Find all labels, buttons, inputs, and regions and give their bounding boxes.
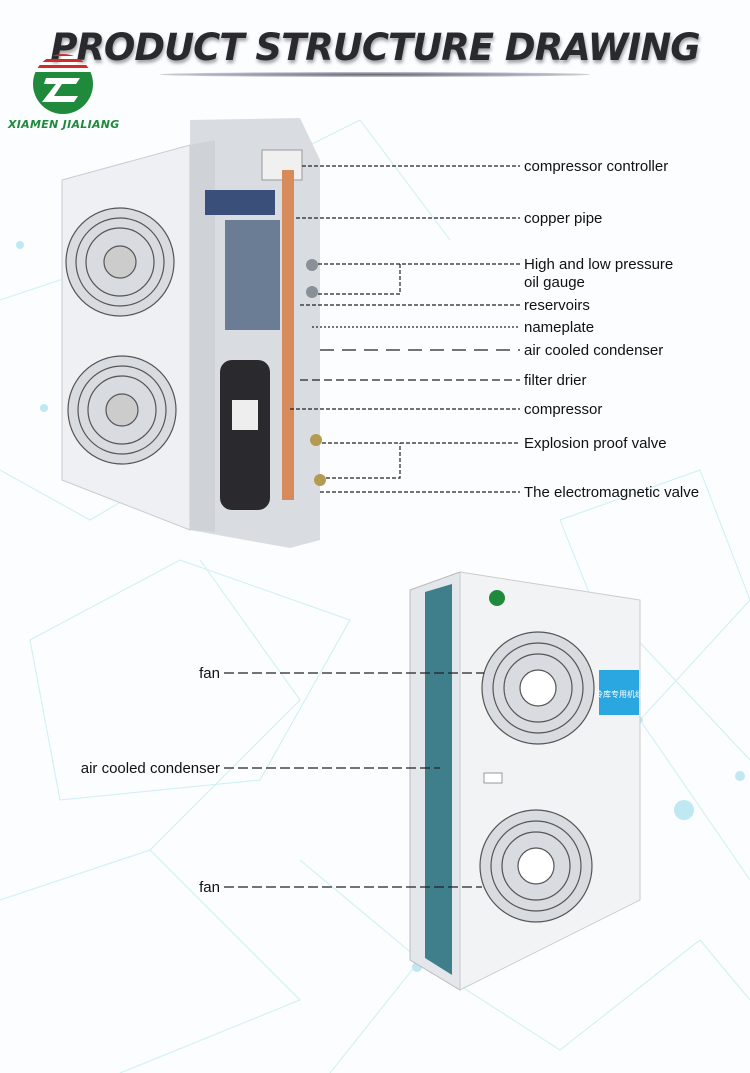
fan-icon xyxy=(65,207,177,465)
title-underline xyxy=(160,72,590,77)
unit-sticker: 冷库专用机组 xyxy=(595,689,643,699)
label-compressor-controller: compressor controller xyxy=(524,158,669,175)
page-title: PRODUCT STRUCTURE DRAWING xyxy=(50,26,700,69)
label-fan-bottom: fan xyxy=(199,879,220,896)
label-electromagnetic-valve: The electromagnetic valve xyxy=(524,484,700,501)
label-filter-drier: filter drier xyxy=(524,372,587,389)
label-fan-top: fan xyxy=(199,665,220,682)
label-air-cooled-condenser: air cooled condenser xyxy=(524,342,664,359)
open-condensing-unit xyxy=(61,118,326,548)
label-reservoirs: reservoirs xyxy=(524,297,590,314)
company-name: XIAMEN JIALIANG xyxy=(8,118,120,131)
label-pressure-gauge: High and low pressure xyxy=(524,256,674,273)
closed-condensing-unit xyxy=(409,571,641,991)
label-air-cooled-condenser-2: air cooled condenser xyxy=(80,760,220,777)
label-copper-pipe: copper pipe xyxy=(524,210,603,227)
label-nameplate: nameplate xyxy=(524,319,595,336)
label-compressor: compressor xyxy=(524,401,603,418)
label-explosion-proof-valve: Explosion proof valve xyxy=(524,435,667,452)
label-pressure-gauge-line2: oil gauge xyxy=(524,274,585,291)
fan-icon xyxy=(479,631,595,923)
company-logo-icon xyxy=(33,54,93,114)
